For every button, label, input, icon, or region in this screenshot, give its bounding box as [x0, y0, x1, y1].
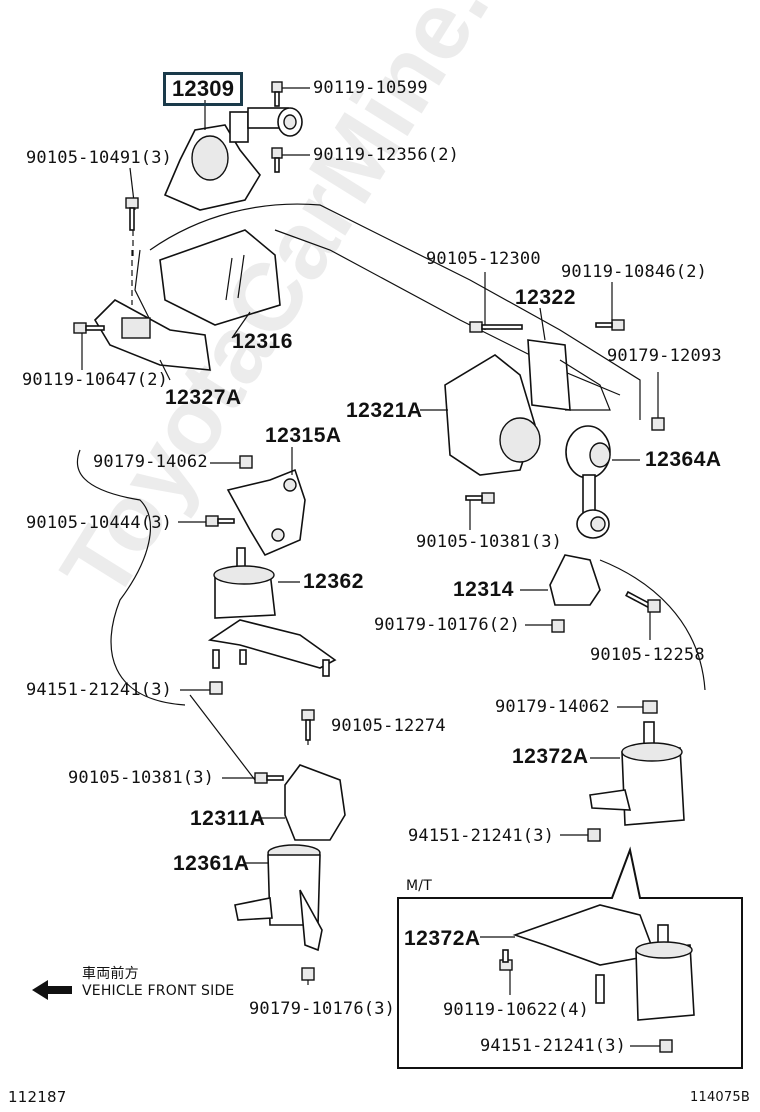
bolt-icon [301, 709, 315, 741]
fastener-label-90105-12258[interactable]: 90105-12258 [590, 645, 705, 665]
mt-inset-frame [397, 846, 743, 1069]
bolt-icon [465, 492, 495, 504]
part-label-12362[interactable]: 12362 [303, 570, 364, 593]
part-label-12372A-at[interactable]: 12372A [512, 745, 589, 768]
part-label-12364A[interactable]: 12364A [645, 448, 722, 471]
part-12316-shape[interactable] [159, 229, 281, 326]
part-label-12372A-mt[interactable]: 12372A [404, 927, 481, 950]
bolt-icon [271, 147, 283, 173]
vehicle-front-arrow-icon [32, 980, 72, 1000]
bolt-icon [595, 319, 625, 331]
bolt-icon-group [73, 81, 673, 1053]
fastener-label-90179-10176-a[interactable]: 90179-10176(2) [374, 615, 521, 635]
part-12327A-shape[interactable] [93, 299, 211, 371]
fastener-label-90119-12356[interactable]: 90119-12356(2) [313, 145, 460, 165]
part-label-12316[interactable]: 12316 [232, 330, 293, 353]
part-label-12311A[interactable]: 12311A [190, 807, 266, 830]
bolt-icon [73, 322, 105, 334]
nut-icon [301, 967, 315, 981]
part-12372A-top-shape[interactable] [589, 721, 685, 826]
fastener-label-90179-10176-b[interactable]: 90179-10176(3) [249, 999, 396, 1019]
bolt-icon [499, 949, 513, 971]
fastener-label-90179-14062-a[interactable]: 90179-14062 [93, 452, 208, 472]
fastener-label-90105-12274[interactable]: 90105-12274 [331, 716, 446, 736]
nut-icon [239, 455, 253, 469]
part-12362-shape[interactable] [207, 547, 337, 677]
fastener-label-94151-21241-a[interactable]: 94151-21241(3) [26, 680, 173, 700]
bolt-icon [254, 772, 284, 784]
fastener-label-94151-21241-c[interactable]: 94151-21241(3) [480, 1036, 627, 1056]
part-12311A-shape[interactable] [284, 764, 346, 841]
direction-label-en: VEHICLE FRONT SIDE [82, 983, 235, 999]
nut-icon [551, 619, 565, 633]
part-12361A-shape[interactable] [234, 844, 323, 952]
fastener-label-90119-10647[interactable]: 90119-10647(2) [22, 370, 169, 390]
fastener-label-90179-14062-b[interactable]: 90179-14062 [495, 697, 610, 717]
fastener-label-90105-10491[interactable]: 90105-10491(3) [26, 148, 173, 168]
footer-right-code: 114075B [690, 1090, 750, 1105]
part-label-12327A[interactable]: 12327A [165, 386, 242, 409]
part-12322-shape[interactable] [527, 339, 611, 411]
bolt-icon [271, 81, 283, 107]
fastener-label-94151-21241-b[interactable]: 94151-21241(3) [408, 826, 555, 846]
nut-icon [651, 417, 665, 431]
fastener-label-90119-10622[interactable]: 90119-10622(4) [443, 1000, 590, 1020]
bolt-icon [125, 197, 139, 231]
inset-label-mt: M/T [406, 878, 432, 894]
bolt-icon [625, 590, 661, 613]
part-12372A-mt-shape[interactable] [512, 904, 695, 1021]
fastener-label-90119-10599[interactable]: 90119-10599 [313, 78, 428, 98]
part-label-12315A[interactable]: 12315A [265, 424, 342, 447]
nut-icon [587, 828, 601, 842]
fastener-label-90119-10846[interactable]: 90119-10846(2) [561, 262, 708, 282]
nut-icon [642, 700, 658, 714]
fastener-label-90105-10444[interactable]: 90105-10444(3) [26, 513, 173, 533]
part-label-12322[interactable]: 12322 [515, 286, 576, 309]
bolt-icon [469, 321, 523, 333]
fastener-label-90105-12300[interactable]: 90105-12300 [426, 249, 541, 269]
part-12364A-shape[interactable] [565, 425, 611, 539]
nut-icon [659, 1039, 673, 1053]
part-label-12314[interactable]: 12314 [453, 578, 514, 601]
part-label-12309[interactable]: 12309 [163, 72, 244, 106]
part-12315A-shape[interactable] [226, 468, 306, 557]
part-12309-shape[interactable] [163, 107, 303, 211]
part-12314-shape[interactable] [549, 554, 601, 606]
bolt-icon [205, 515, 235, 527]
part-12321A-shape[interactable] [444, 354, 541, 476]
direction-label-jp: 車両前方 [82, 966, 139, 982]
fastener-label-90105-10381-b[interactable]: 90105-10381(3) [68, 768, 215, 788]
engine-outline [76, 203, 706, 706]
part-label-12361A[interactable]: 12361A [173, 852, 250, 875]
fastener-label-90179-12093[interactable]: 90179-12093 [607, 346, 722, 366]
nut-icon [209, 681, 223, 695]
footer-left-code: 112187 [8, 1088, 67, 1106]
part-label-12321A[interactable]: 12321A [346, 399, 423, 422]
fastener-label-90105-10381-a[interactable]: 90105-10381(3) [416, 532, 563, 552]
